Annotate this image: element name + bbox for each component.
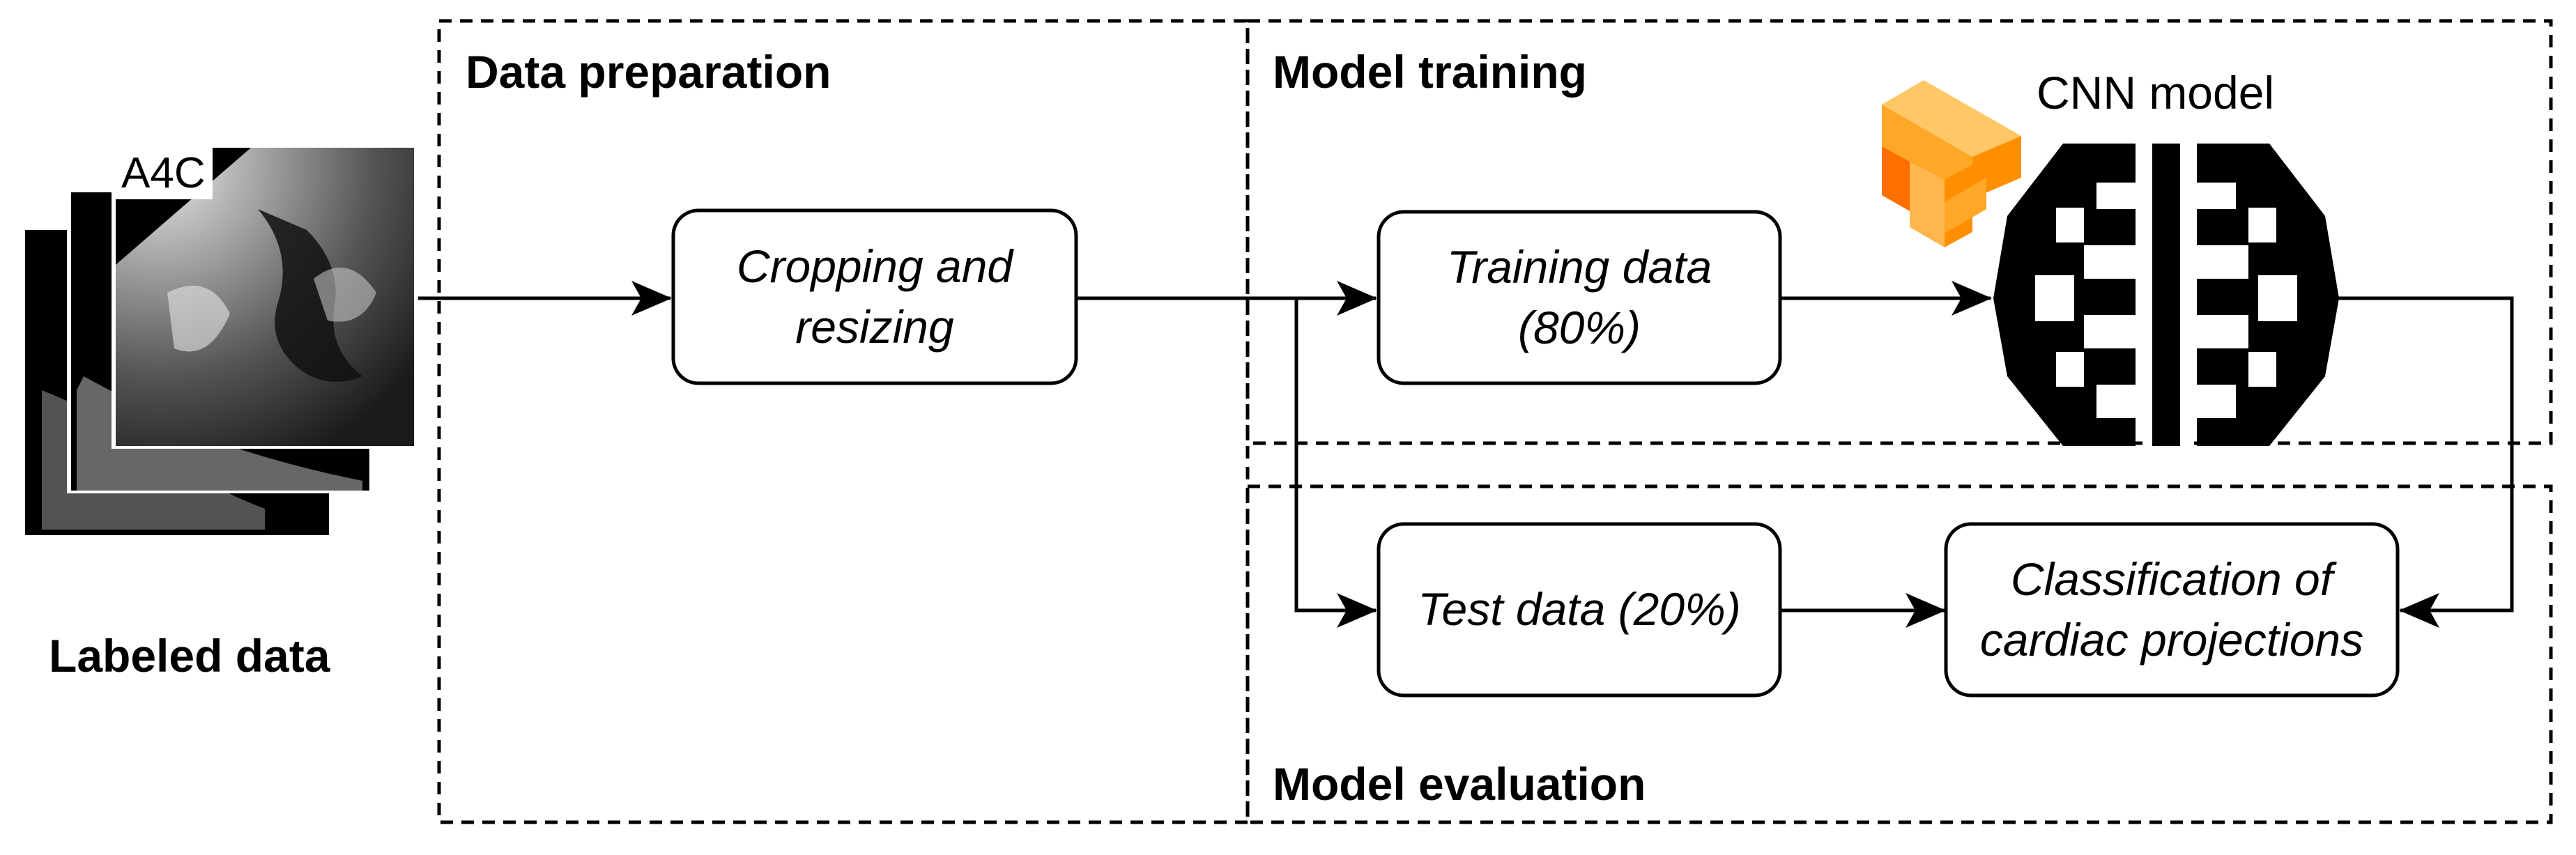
data-preparation-frame <box>437 19 1250 824</box>
group-title-data-preparation: Data preparation <box>466 46 831 98</box>
echo-view-tag: A4C <box>114 148 213 199</box>
echo-frame-stack <box>25 144 417 535</box>
cnn-model-label: CNN model <box>2037 67 2275 118</box>
group-title-model-evaluation: Model evaluation <box>1273 758 1646 810</box>
test-data-node-label: Test data (20%) <box>1418 583 1741 636</box>
cropping-node-label: Cropping and resizing <box>736 240 1013 353</box>
tensorflow-logo-icon <box>1882 80 2021 247</box>
brain-network-icon <box>1993 144 2339 446</box>
input-caption: Labeled data <box>49 630 330 681</box>
model-evaluation-frame <box>1245 484 2553 824</box>
classification-node-label: Classification of cardiac projections <box>1979 553 2364 665</box>
classification-node-box <box>1944 522 2400 698</box>
model-training-frame <box>1245 19 2553 445</box>
cnn-to-classification-arrow <box>2307 296 2514 628</box>
group-title-model-training: Model training <box>1273 46 1587 98</box>
training-data-node-label: Training data (80%) <box>1446 240 1712 353</box>
split-to-test-arrow <box>1294 298 1377 628</box>
